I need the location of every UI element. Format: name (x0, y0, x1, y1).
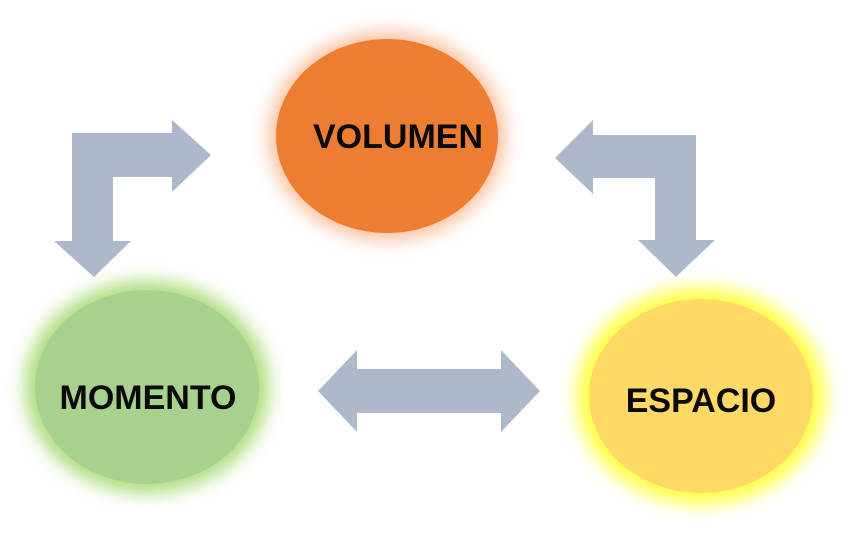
bent-arrow-right (555, 120, 715, 277)
volumen-label: VOLUMEN (313, 118, 483, 156)
momento-circle (35, 290, 259, 484)
double-arrow (318, 350, 540, 432)
volumen-circle (276, 39, 498, 233)
espacio-circle (589, 299, 813, 493)
node-volumen: VOLUMEN (269, 32, 505, 240)
momento-label: MOMENTO (60, 379, 237, 417)
bent-arrow-left (54, 120, 211, 277)
espacio-label: ESPACIO (626, 382, 777, 420)
node-espacio: ESPACIO (577, 288, 825, 504)
node-momento: MOMENTO (25, 281, 269, 493)
